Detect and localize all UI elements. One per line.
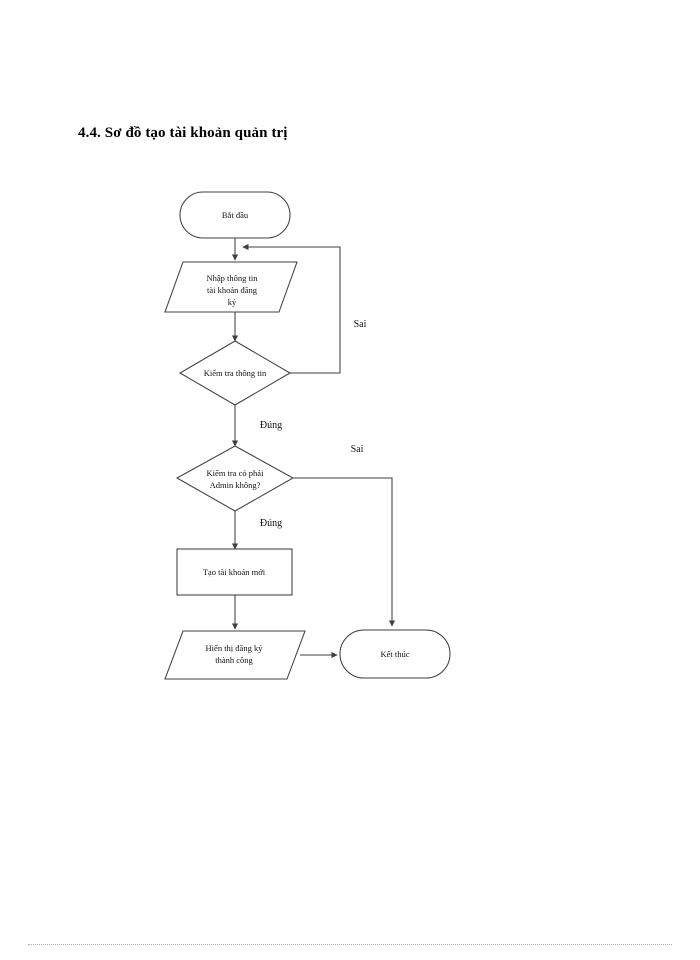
node-input-label-line-1: Nhập thông tin — [207, 273, 259, 283]
diamond-shape-check-admin — [175, 445, 295, 512]
node-show-success[interactable]: Hiển thị đăng ký thành công — [164, 630, 306, 680]
node-show-success-label-line-1: Hiển thị đăng ký — [206, 643, 264, 653]
process-shape-create-account — [176, 548, 293, 596]
node-check-admin[interactable]: Kiểm tra có phải Admin không? — [175, 445, 295, 512]
node-input-label-line-2: tài khoản đăng — [207, 285, 258, 295]
page-title: 4.4. Sơ đồ tạo tài khoản quản trị — [78, 125, 288, 141]
node-create-account-label: Tạo tài khoản mới — [203, 567, 266, 577]
edge-label-sai-admin: Sai — [351, 444, 364, 455]
node-check-admin-label-line-1: Kiểm tra có phải — [207, 468, 265, 478]
node-create-account[interactable]: Tạo tài khoản mới — [176, 548, 293, 596]
node-input[interactable]: Nhập thông tin tài khoản đăng ký — [164, 261, 298, 313]
terminator-shape-end — [339, 629, 451, 679]
edge-check-admin-false — [293, 477, 396, 627]
edge-label-sai-loop: Sai — [354, 319, 367, 330]
node-end[interactable]: Kết thúc — [339, 629, 451, 679]
edge-labels: Sai Đúng Sai Đúng — [260, 319, 367, 529]
parallelogram-shape-input — [164, 261, 298, 313]
node-start-label: Bắt đầu — [222, 210, 249, 220]
node-end-label: Kết thúc — [380, 649, 409, 659]
node-check-info-label: Kiểm tra thông tin — [204, 368, 267, 378]
node-start[interactable]: Bắt đầu — [179, 191, 291, 239]
footer-divider — [28, 944, 672, 945]
diamond-shape-check-info — [178, 340, 292, 406]
parallelogram-shape-show-success — [164, 630, 306, 680]
connectors — [231, 238, 396, 659]
node-show-success-label-line-2: thành công — [215, 655, 253, 665]
edge-check-info-false-loop — [242, 243, 341, 374]
node-check-admin-label-line-2: Admin không? — [210, 480, 261, 490]
terminator-shape-start — [179, 191, 291, 239]
edge-label-dung-info: Đúng — [260, 420, 282, 431]
edge-label-dung-admin: Đúng — [260, 518, 282, 529]
node-check-info[interactable]: Kiểm tra thông tin — [178, 340, 292, 406]
node-input-label-line-3: ký — [228, 297, 237, 307]
